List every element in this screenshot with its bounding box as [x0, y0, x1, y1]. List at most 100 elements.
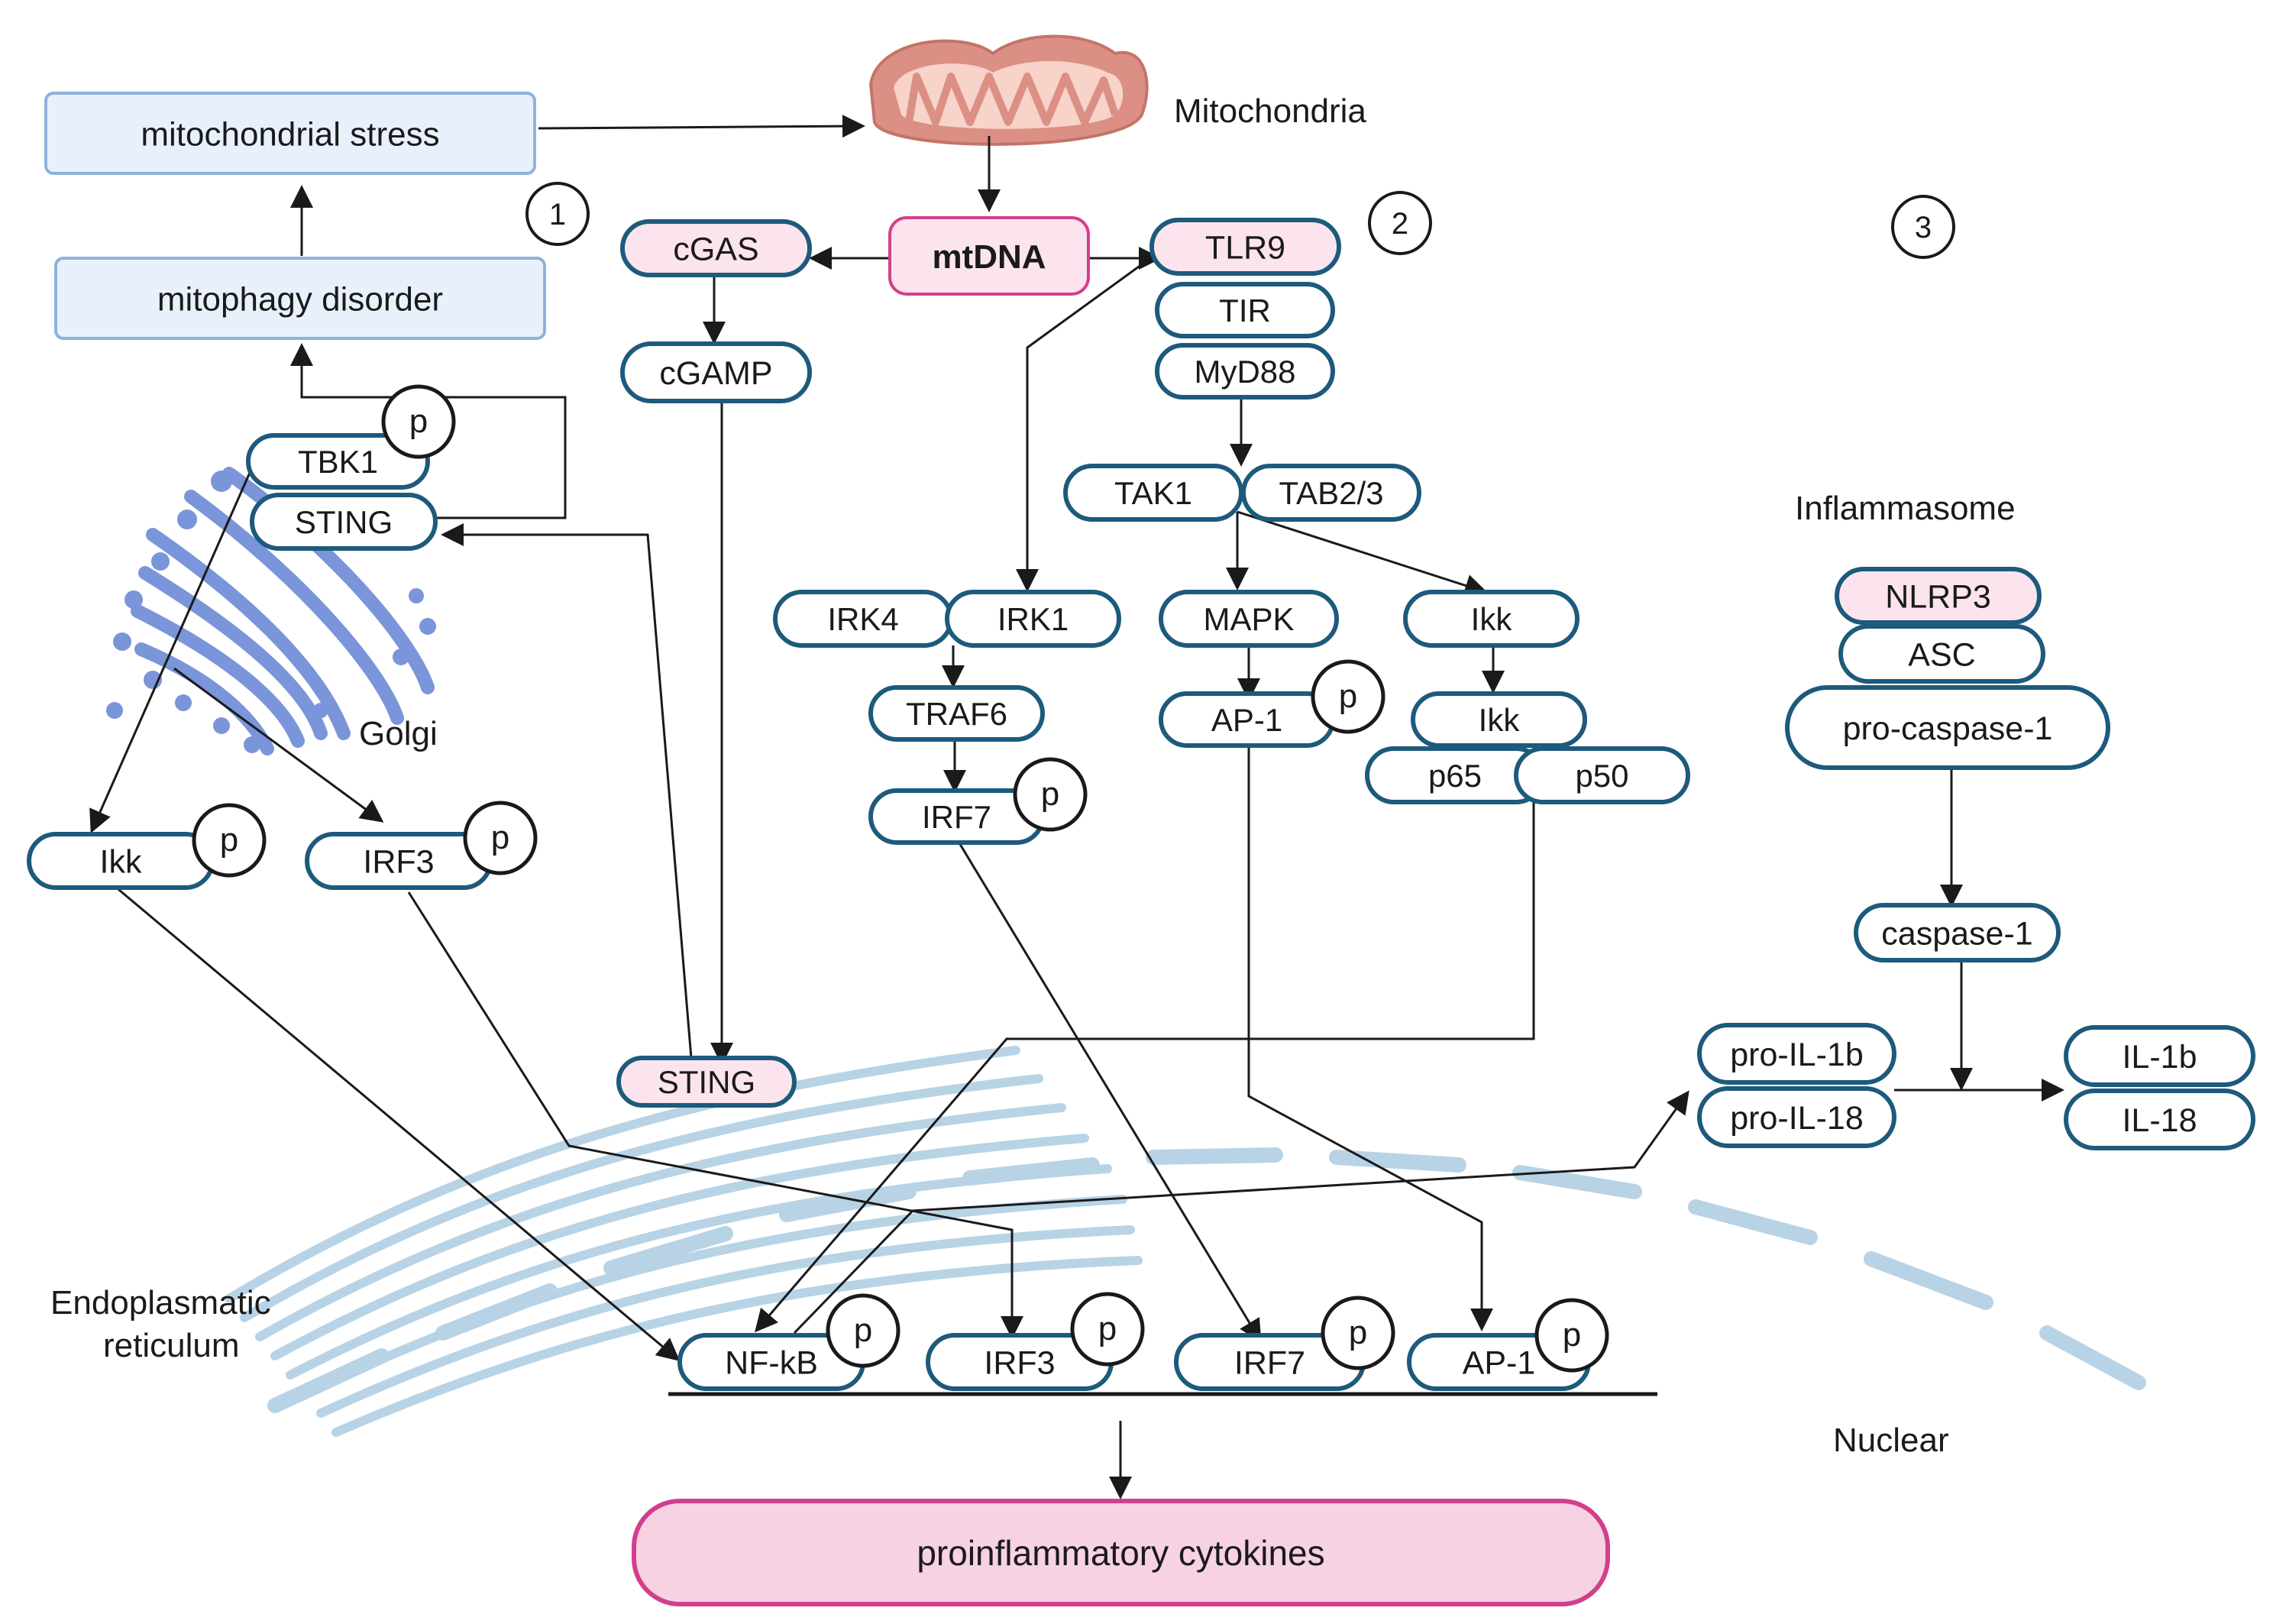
node-cytokines: proinflammatory cytokines [632, 1499, 1610, 1606]
node-casp1: caspase-1 [1854, 903, 2061, 962]
node-sting-golgi: STING [250, 493, 438, 551]
arrow-stress-to-mitochondria [538, 115, 865, 138]
p-badge-ap1-mid: p [1311, 659, 1385, 734]
node-layer: mitochondrial stress mitophagy disorder mt… [27, 92, 2255, 1606]
golgi-label: Golgi [359, 715, 438, 752]
arrow-tlr9-to-irk1 [1016, 249, 1162, 592]
node-label: TAK1 [1114, 475, 1192, 511]
p-badge-nfkb: p [826, 1293, 900, 1368]
node-label: mitophagy disorder [157, 280, 443, 318]
node-il18: IL-18 [2064, 1089, 2255, 1150]
node-sting-er: STING [616, 1056, 797, 1108]
node-ikk-right1: Ikk [1403, 590, 1579, 648]
node-myd88: MyD88 [1155, 343, 1335, 400]
svg-text:p: p [854, 1312, 872, 1349]
node-label: mitochondrial stress [141, 115, 439, 153]
arrow-sting-er-to-sting-golgi [441, 523, 693, 1059]
node-label: cGAMP [659, 355, 772, 392]
node-mapk: MAPK [1159, 590, 1339, 648]
svg-text:p: p [1098, 1310, 1117, 1347]
node-box [2064, 1025, 2255, 1087]
node-label: Ikk [1479, 702, 1521, 738]
node-box [1155, 343, 1335, 400]
nuclear-label: Nuclear [1833, 1422, 1949, 1459]
node-label: ASC [1908, 636, 1975, 673]
svg-text:p: p [491, 819, 509, 856]
node-label: IL-18 [2122, 1102, 2197, 1139]
node-ikk-left: Ikk [27, 832, 215, 890]
arrow-ikk-left-to-nfkb [114, 885, 681, 1361]
node-mtdna: mtDNA [888, 216, 1090, 296]
svg-text:3: 3 [1915, 211, 1932, 244]
node-box [1838, 624, 2045, 684]
node-label: MAPK [1203, 601, 1294, 637]
node-box [246, 433, 430, 490]
node-tab23: TAB2/3 [1241, 464, 1421, 522]
p-badge-tbk1: p [381, 384, 456, 459]
node-box [1697, 1023, 1896, 1085]
node-label: TRAF6 [906, 696, 1007, 732]
node-irk4: IRK4 [773, 590, 953, 648]
svg-text:1: 1 [549, 198, 566, 231]
node-box [54, 257, 546, 340]
node-label: IRK1 [997, 601, 1069, 637]
p-badge-irf7-nuc: p [1321, 1296, 1395, 1370]
node-il1b: IL-1b [2064, 1025, 2255, 1087]
endoplasmic-reticulum-icon [225, 1046, 1143, 1437]
node-box [2064, 1089, 2255, 1150]
node-cgas: cGAS [620, 219, 812, 277]
arrow-irf7-to-irf7-nuc [957, 841, 1262, 1343]
node-box [1159, 590, 1339, 648]
node-box [632, 1499, 1610, 1606]
inflammasome-label: Inflammasome [1795, 490, 2016, 527]
node-irf3-left: IRF3 [305, 832, 493, 890]
node-box [620, 219, 812, 277]
node-label: pro-IL-1b [1730, 1037, 1863, 1073]
node-box [44, 92, 536, 175]
arrow-sting-golgi-to-mitophagy [290, 343, 567, 519]
node-label: IRK4 [827, 601, 898, 637]
node-asc: ASC [1838, 624, 2045, 684]
node-label: p65 [1428, 758, 1482, 794]
arrow-tbk1-to-irf3-left [173, 667, 384, 823]
node-box [888, 216, 1090, 296]
node-pro-il1b: pro-IL-1b [1697, 1023, 1896, 1085]
nuclear-membrane-icon [267, 1147, 2146, 1413]
node-mitophagy: mitophagy disorder [54, 257, 546, 340]
node-nlrp3: NLRP3 [1835, 567, 2042, 625]
node-box [1514, 746, 1690, 804]
node-label: IRF7 [922, 799, 991, 835]
node-label: AP-1 [1463, 1344, 1536, 1381]
p-badge-ap1-nuc: p [1534, 1298, 1609, 1373]
mitochondrion-icon [868, 34, 1149, 146]
node-label: cGAS [673, 231, 758, 267]
node-label: pro-IL-18 [1730, 1100, 1863, 1137]
p-badge-irf3-left: p [463, 801, 538, 875]
svg-text:2: 2 [1392, 207, 1408, 241]
node-label: TBK1 [298, 444, 378, 480]
node-cgamp: cGAMP [620, 341, 812, 403]
pathway-number-2: 2 [1368, 191, 1432, 255]
node-box [616, 1056, 797, 1108]
node-label: IL-1b [2122, 1039, 2197, 1076]
svg-text:p: p [1339, 678, 1357, 715]
node-ap1-mid: AP-1 [1159, 691, 1335, 748]
svg-text:p: p [1349, 1314, 1367, 1351]
node-label: Ikk [100, 843, 142, 880]
node-box [1411, 691, 1587, 748]
node-box [1403, 590, 1579, 648]
node-label: TIR [1219, 293, 1271, 328]
node-tlr9: TLR9 [1149, 218, 1341, 276]
node-traf6: TRAF6 [868, 685, 1045, 742]
node-irf7-nuc: IRF7 [1174, 1333, 1366, 1391]
node-label: IRF3 [363, 843, 434, 880]
node-label: IRF3 [984, 1344, 1055, 1381]
node-irf3-nuc: IRF3 [926, 1333, 1114, 1391]
node-nfkb-nuc: NF-kB [677, 1333, 865, 1391]
node-box [868, 685, 1045, 742]
arrow-p50-to-nfkb [755, 798, 1535, 1333]
arrow-nfkb-to-pro-il [793, 1090, 1689, 1334]
node-box [1241, 464, 1421, 522]
node-label: Ikk [1471, 601, 1513, 637]
node-box [945, 590, 1121, 648]
